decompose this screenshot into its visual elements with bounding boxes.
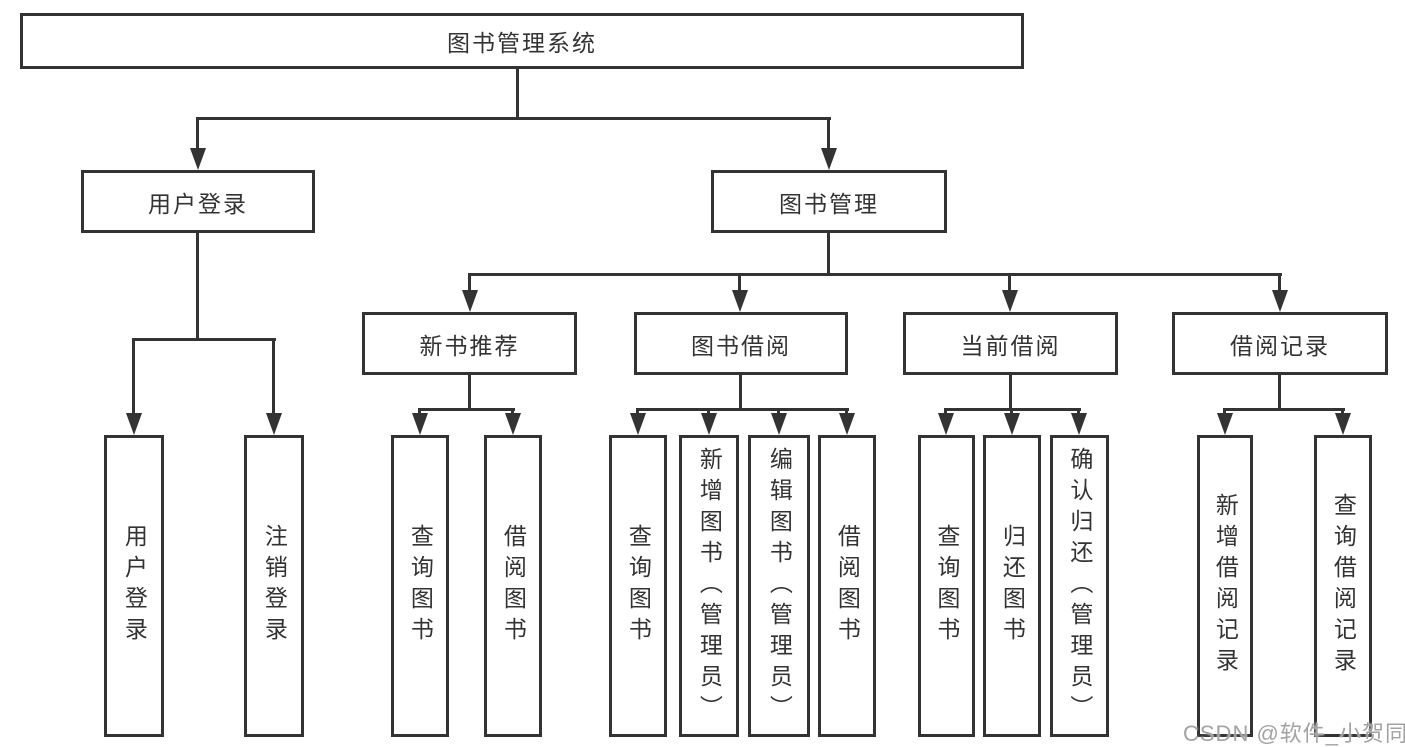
node-label: 图书管理 — [779, 190, 879, 217]
connector-vline — [196, 117, 199, 150]
node-label: 用户登录 — [148, 190, 248, 217]
arrow-down-icon — [462, 290, 478, 312]
connector-vline — [1223, 408, 1226, 416]
connector-hline — [196, 117, 831, 120]
node-label: 图书借阅 — [691, 332, 791, 359]
arrow-down-icon — [1002, 290, 1018, 312]
connector-vline — [944, 408, 947, 416]
connector-vline — [636, 408, 639, 416]
connector-vline — [827, 233, 830, 273]
node-library-system: 图书管理系统 — [20, 13, 1024, 69]
connector-vline — [1278, 273, 1281, 292]
leaf-add-borrow-record: 新增借阅记录 — [1197, 435, 1253, 737]
node-book-management: 图书管理 — [711, 170, 947, 233]
node-label: 新增借阅记录 — [1212, 493, 1239, 679]
leaf-logout: 注销登录 — [244, 435, 304, 737]
connector-vline — [1008, 273, 1011, 292]
arrow-down-icon — [1004, 413, 1020, 435]
connector-vline — [1009, 375, 1012, 408]
arrow-down-icon — [701, 413, 717, 435]
connector-hline — [1223, 408, 1345, 411]
connector-vline — [272, 338, 275, 415]
connector-vline — [1010, 408, 1013, 416]
leaf-query-books-recommend: 查询图书 — [391, 435, 449, 737]
node-label: 图书管理系统 — [447, 30, 597, 56]
leaf-query-books-borrowing: 查询图书 — [609, 435, 667, 737]
arrow-down-icon — [839, 413, 855, 435]
connector-vline — [827, 117, 830, 150]
node-label: 编辑图书（管理员） — [766, 446, 793, 726]
node-label: 借阅图书 — [834, 524, 861, 648]
arrow-down-icon — [1272, 290, 1288, 312]
leaf-add-book-admin: 新增图书（管理员） — [679, 435, 739, 737]
connector-hline — [418, 408, 515, 411]
node-borrowing-records: 借阅记录 — [1172, 312, 1388, 375]
node-book-borrowing: 图书借阅 — [634, 312, 848, 375]
connector-vline — [132, 338, 135, 415]
leaf-confirm-return-admin: 确认归还（管理员） — [1050, 435, 1109, 737]
connector-vline — [418, 408, 421, 416]
leaf-return-books: 归还图书 — [983, 435, 1041, 737]
arrow-down-icon — [1335, 413, 1351, 435]
arrow-down-icon — [505, 413, 521, 435]
node-label: 新书推荐 — [419, 332, 520, 359]
arrow-down-icon — [412, 413, 428, 435]
node-user-login: 用户登录 — [81, 170, 315, 233]
node-label: 查询借阅记录 — [1330, 493, 1357, 679]
leaf-borrow-books-recommend: 借阅图书 — [484, 435, 542, 737]
connector-vline — [845, 408, 848, 416]
node-label: 确认归还（管理员） — [1066, 446, 1093, 726]
node-label: 查询图书 — [407, 524, 434, 648]
connector-hline — [636, 408, 849, 411]
arrow-down-icon — [630, 413, 646, 435]
connector-vline — [468, 375, 471, 408]
connector-vline — [739, 375, 742, 408]
node-new-book-recommendation: 新书推荐 — [362, 312, 577, 375]
watermark: CSDN @软件_小贺同学 — [1183, 721, 1405, 746]
connector-vline — [738, 273, 741, 292]
arrow-down-icon — [1217, 413, 1233, 435]
node-label: 查询图书 — [625, 524, 652, 648]
node-label: 当前借阅 — [960, 332, 1061, 359]
connector-hline — [133, 338, 276, 341]
leaf-user-login: 用户登录 — [104, 435, 164, 737]
leaf-query-borrow-record: 查询借阅记录 — [1314, 435, 1372, 737]
arrow-down-icon — [771, 413, 787, 435]
connector-vline — [516, 69, 519, 117]
node-label: 查询图书 — [933, 524, 960, 648]
connector-vline — [1077, 408, 1080, 416]
arrow-down-icon — [732, 290, 748, 312]
connector-vline — [707, 408, 710, 416]
arrow-down-icon — [821, 148, 837, 170]
connector-vline — [196, 233, 199, 338]
arrow-down-icon — [190, 148, 206, 170]
node-label: 新增图书（管理员） — [696, 446, 723, 726]
node-current-borrowing: 当前借阅 — [903, 312, 1118, 375]
connector-vline — [468, 273, 471, 292]
leaf-edit-book-admin: 编辑图书（管理员） — [748, 435, 810, 737]
node-label: 借阅图书 — [500, 524, 527, 648]
leaf-query-books-current: 查询图书 — [918, 435, 975, 737]
connector-vline — [511, 408, 514, 416]
arrow-down-icon — [938, 413, 954, 435]
connector-vline — [1278, 375, 1281, 408]
node-label: 注销登录 — [261, 524, 288, 648]
arrow-down-icon — [126, 413, 142, 435]
node-label: 用户登录 — [121, 524, 148, 648]
connector-hline — [469, 273, 1282, 276]
leaf-borrow-books: 借阅图书 — [818, 435, 876, 737]
connector-vline — [1341, 408, 1344, 416]
connector-vline — [777, 408, 780, 416]
arrow-down-icon — [1071, 413, 1087, 435]
arrow-down-icon — [266, 413, 282, 435]
node-label: 借阅记录 — [1230, 332, 1330, 359]
node-label: 归还图书 — [999, 524, 1026, 648]
